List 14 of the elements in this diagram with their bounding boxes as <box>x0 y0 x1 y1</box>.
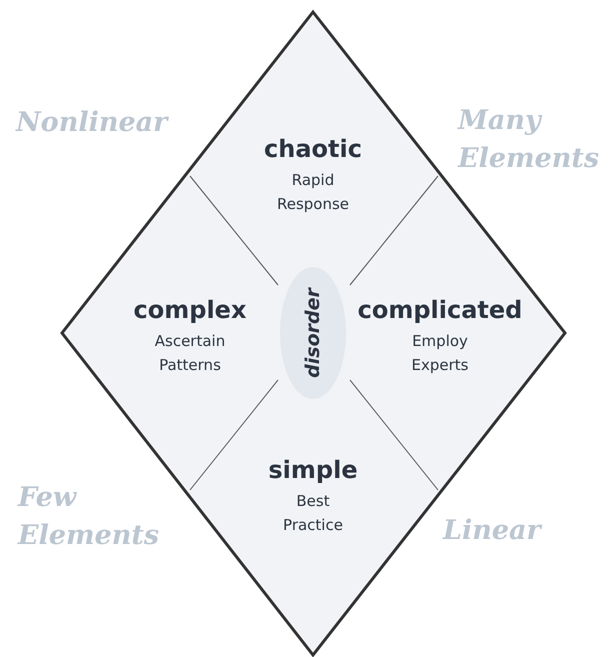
axis-label: Nonlinear <box>16 106 170 140</box>
axis-label: Linear <box>443 514 544 548</box>
center-ellipse <box>280 267 346 399</box>
axis-label: Many Elements <box>458 104 600 176</box>
axis-label: Few Elements <box>18 481 160 553</box>
quadrant-subtitle: Ascertain Patterns <box>154 331 226 376</box>
quadrant-title: chaotic <box>264 134 362 164</box>
quadrant-subtitle: Rapid Response <box>276 170 350 215</box>
center-label: disorder <box>302 288 324 378</box>
quadrant-subtitle: Employ Experts <box>410 331 470 376</box>
quadrant-title: complicated <box>358 295 522 325</box>
quadrant-subtitle: Best Practice <box>282 491 344 536</box>
quadrant-title: complex <box>134 295 246 325</box>
quadrant-title: simple <box>268 455 358 485</box>
